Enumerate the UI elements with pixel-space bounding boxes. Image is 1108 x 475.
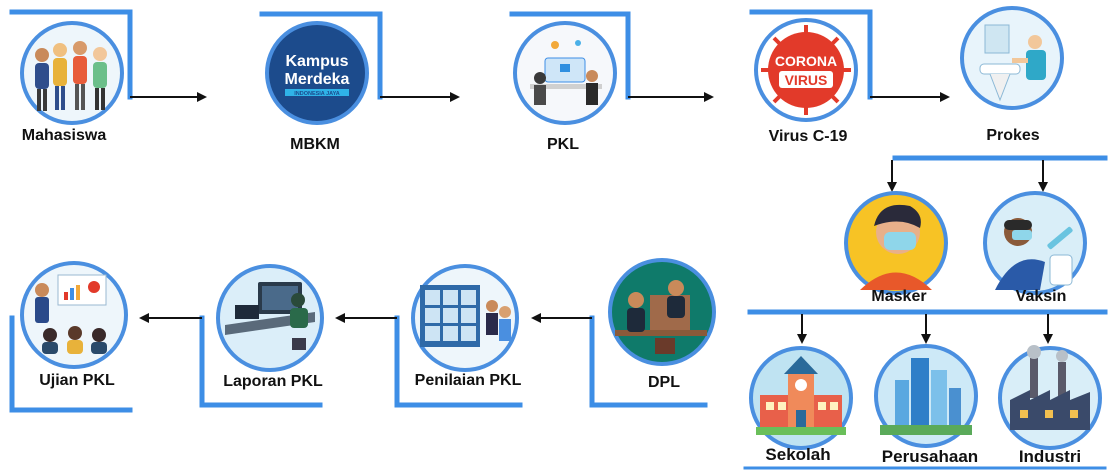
frame-penilaian [394,315,523,408]
node-perusahaan [874,344,978,448]
school-building-icon [756,356,846,435]
label-penilaian: Penilaian PKL [414,372,522,389]
arrows [130,92,1053,344]
face-mask-icon [860,204,932,290]
frame-mbkm [259,11,383,100]
factory-icon [1010,345,1090,430]
label-industri: Industri [1018,447,1082,466]
node-mbkm: Kampus Merdeka INDONESIA JAYA [265,21,369,125]
svg-text:INDONESIA JAYA: INDONESIA JAYA [294,91,340,97]
students-group-icon [35,41,107,111]
node-laporan [216,264,324,372]
node-masker [844,191,948,295]
label-laporan: Laporan PKL [223,373,323,390]
label-dpl: DPL [648,374,680,391]
workplace-team-icon [530,40,602,105]
office-towers-icon [880,358,972,435]
node-virus: CORONA VIRUS [754,18,858,122]
frame-virus [749,9,873,100]
frame-lines [9,9,1108,470]
label-perusahaan: Perusahaan [881,447,979,466]
assessment-board-icon [420,285,511,347]
kampus-merdeka-logo: Kampus Merdeka INDONESIA JAYA [285,53,350,97]
presentation-exam-icon [35,274,107,354]
corona-virus-icon: CORONA VIRUS [761,25,851,115]
frame-mahasiswa [9,9,133,100]
frame-ujian [9,315,133,413]
node-mahasiswa [20,21,124,125]
vaccine-syringe-icon [995,218,1073,290]
svg-text:CORONA: CORONA [775,53,837,69]
node-pkl [513,21,617,125]
node-vaksin [983,191,1087,295]
frame-laporan [199,315,323,408]
label-masker: Masker [871,288,927,305]
node-dpl [608,258,716,366]
label-virus: Virus C-19 [768,128,848,145]
node-penilaian [411,264,519,372]
frame-dpl [589,315,708,408]
handwashing-icon [979,24,1046,102]
label-mahasiswa: Mahasiswa [21,127,107,144]
label-mbkm: MBKM [290,136,340,153]
svg-text:VIRUS: VIRUS [785,72,828,88]
advisor-meeting-icon [615,280,707,354]
node-ujian [20,261,128,369]
node-sekolah [749,346,853,450]
svg-text:Kampus: Kampus [285,53,348,70]
label-sekolah: Sekolah [765,445,831,464]
label-vaksin: Vaksin [1015,288,1067,305]
svg-text:Merdeka: Merdeka [285,71,350,88]
node-prokes [960,6,1064,110]
label-prokes: Prokes [986,127,1040,144]
node-industri [998,345,1102,450]
label-ujian: Ujian PKL [39,372,115,389]
frame-pkl [509,11,631,100]
report-desk-icon [225,282,315,350]
label-pkl: PKL [547,136,579,153]
